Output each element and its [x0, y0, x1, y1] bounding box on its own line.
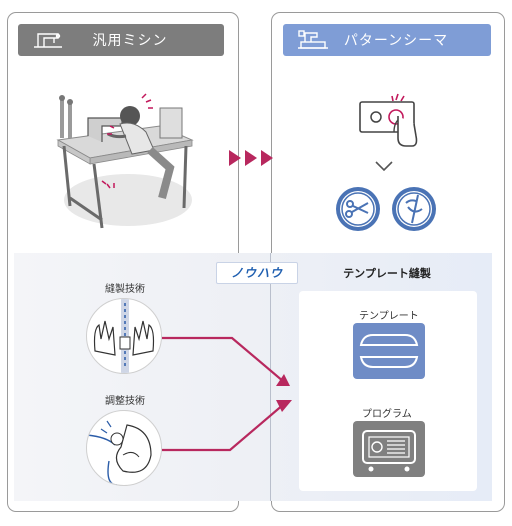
knowhow-tag: ノウハウ	[216, 262, 298, 284]
pattern-seamer-label: パターンシーマ	[343, 33, 449, 49]
pattern-seamer-header: パターンシーマ	[283, 24, 491, 56]
scissors-icon	[336, 187, 380, 231]
general-sewing-machine-label: 汎用ミシン	[92, 33, 168, 49]
program-label: プログラム	[362, 409, 412, 420]
adjustment-skill-label: 調整技術	[105, 396, 145, 407]
sewing-machine-icon	[34, 33, 62, 48]
pattern-sewer-icon	[298, 30, 328, 49]
template-label: テンプレート	[359, 311, 419, 322]
general-sewing-machine-header: 汎用ミシン	[18, 24, 224, 56]
template-sewing-title: テンプレート縫製	[343, 267, 431, 280]
template-frame-icon	[353, 323, 425, 379]
band-divider	[270, 253, 271, 501]
chevron-down-icon	[375, 161, 393, 172]
knowhow-to-template-arrows	[162, 336, 292, 452]
program-panel-icon	[353, 421, 425, 477]
sewing-skill-label: 縫製技術	[105, 284, 145, 295]
operator-at-sewing-machine-illustration	[56, 93, 194, 229]
transition-arrows	[229, 150, 273, 166]
hand-adjusting-thread-icon	[86, 410, 162, 486]
control-panel-touch-icon	[359, 93, 418, 147]
hands-guiding-fabric-icon	[86, 298, 162, 374]
needle-icon	[392, 187, 436, 231]
